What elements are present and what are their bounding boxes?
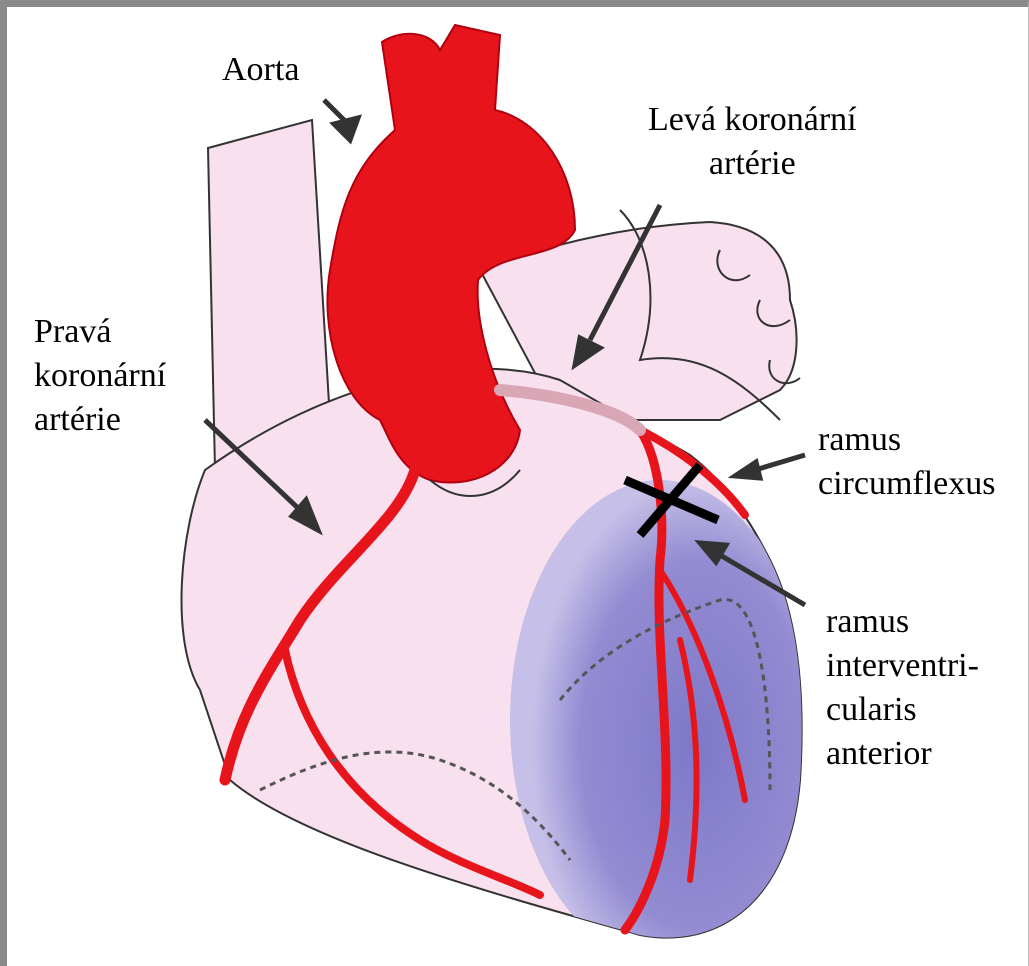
label-aorta: Aorta [222,48,299,92]
pointer-aorta [324,100,358,140]
label-right-coronary-artery: Pravá koronární artérie [34,310,166,442]
pointer-circumflex [735,455,805,478]
label-lad: ramus interventri- cularis anterior [826,600,979,776]
label-left-coronary-artery: Levá koronární artérie [648,98,857,186]
label-circumflex: ramus circumflexus [818,418,996,506]
